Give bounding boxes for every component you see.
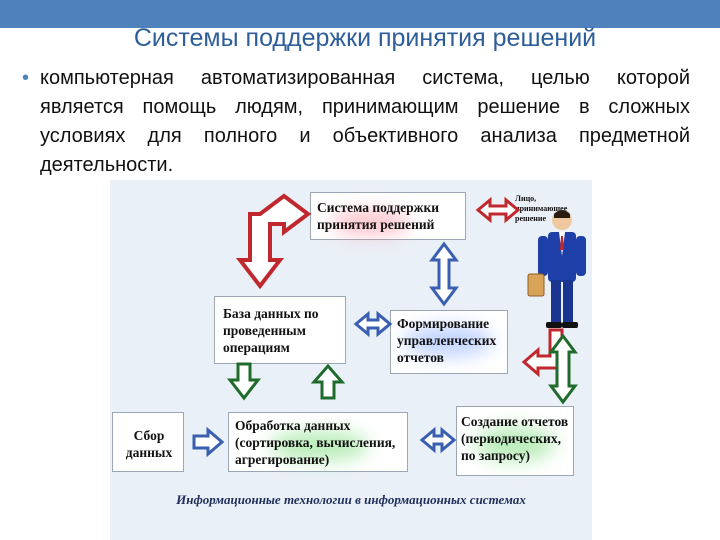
- diagram-arrows-layer: [192, 193, 586, 458]
- node-reports-forming: Формирование управленческих отчетов: [390, 310, 508, 374]
- node-collection: Сбор данных: [112, 412, 184, 472]
- diagram-caption: Информационные технологии в информационн…: [176, 492, 526, 507]
- node-reports-creating: Создание отчетов (периодических, по запр…: [456, 406, 574, 476]
- green-double-arrow-vertical: [548, 333, 578, 405]
- node-dss: Система поддержки принятия решений: [310, 192, 466, 240]
- node-processing: Обработка данных (сортировка, вычисления…: [228, 412, 408, 472]
- bullet-text: компьютерная автоматизированная система,…: [40, 67, 690, 176]
- red-double-arrow: [475, 196, 521, 224]
- blue-right-arrow: [192, 426, 225, 458]
- green-down-arrow: [226, 362, 262, 401]
- blue-double-arrow-vertical: [429, 241, 459, 307]
- green-up-arrow: [310, 363, 346, 400]
- top-accent-bar: [0, 0, 720, 28]
- blue-double-arrow-bottom: [419, 426, 457, 454]
- slide-title: Системы поддержки принятия решений: [133, 24, 597, 52]
- decision-maker-figure: [527, 210, 586, 328]
- blue-double-arrow-horizontal: [353, 310, 393, 338]
- person-label: Лицо, принимающее решение: [515, 194, 568, 223]
- dss-diagram: Система поддержки принятия решений База …: [110, 180, 592, 540]
- bullet-dot-icon: •: [22, 67, 30, 89]
- node-database: База данных по проведенным операциям: [214, 296, 346, 364]
- red-bent-arrow: [235, 193, 312, 290]
